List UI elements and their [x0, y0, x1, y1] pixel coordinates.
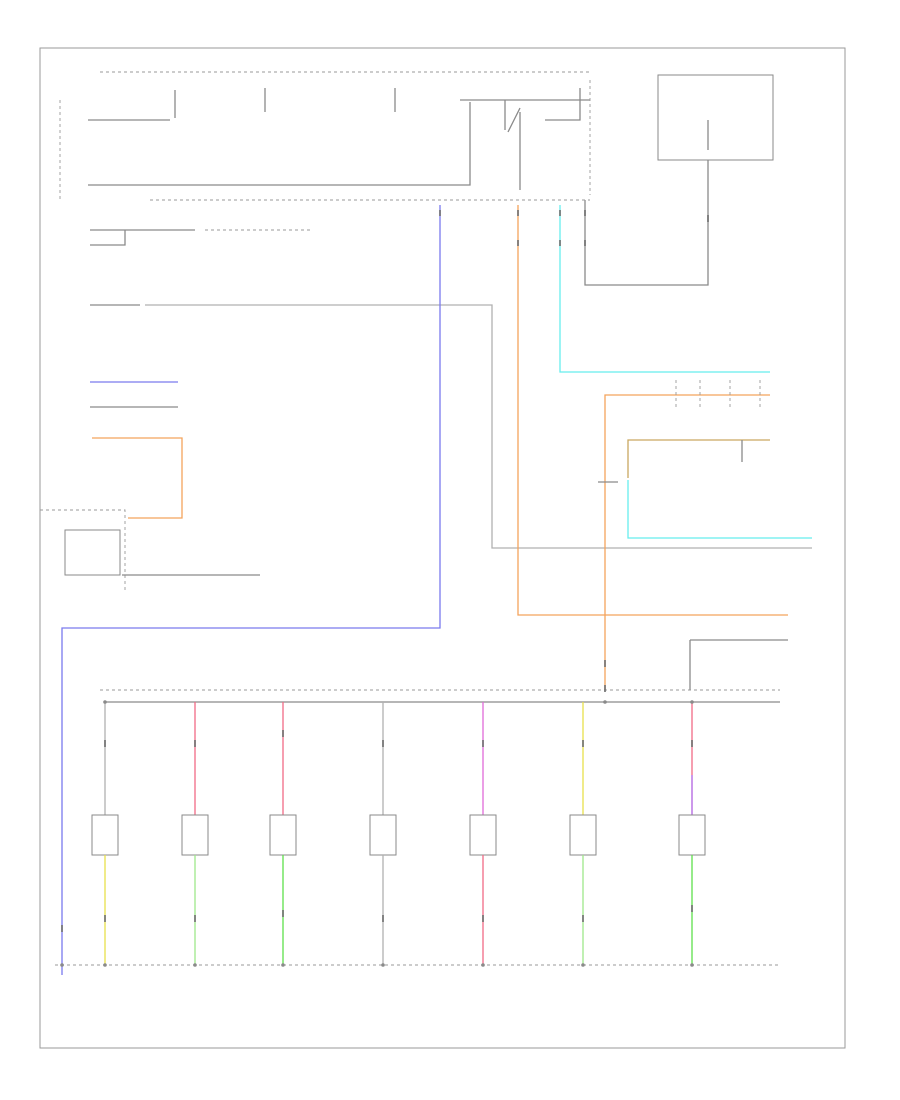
device-1: [91, 702, 119, 965]
connector-ticks: [61, 210, 709, 932]
device-4: [369, 702, 397, 965]
device-2: [181, 702, 209, 965]
page-frame: [39, 47, 846, 1049]
wire-tan: [627, 439, 770, 478]
wire-cyan: [559, 205, 770, 373]
wire-blue: [61, 205, 441, 975]
wire-orange-left: [92, 437, 183, 519]
wire-orange-relay: [517, 205, 788, 616]
device-5: [469, 702, 497, 965]
device-3: [269, 702, 297, 965]
left-switch-box: [64, 529, 121, 576]
wire-orange-right: [604, 394, 770, 690]
device-7: [678, 702, 706, 965]
ground-points: [60, 700, 694, 967]
module-box-top-right: [657, 74, 774, 161]
mid-left-wires: [90, 229, 812, 549]
device-6: [569, 702, 597, 965]
right-connectors: [598, 380, 761, 483]
top-fuse-section: [59, 71, 774, 286]
